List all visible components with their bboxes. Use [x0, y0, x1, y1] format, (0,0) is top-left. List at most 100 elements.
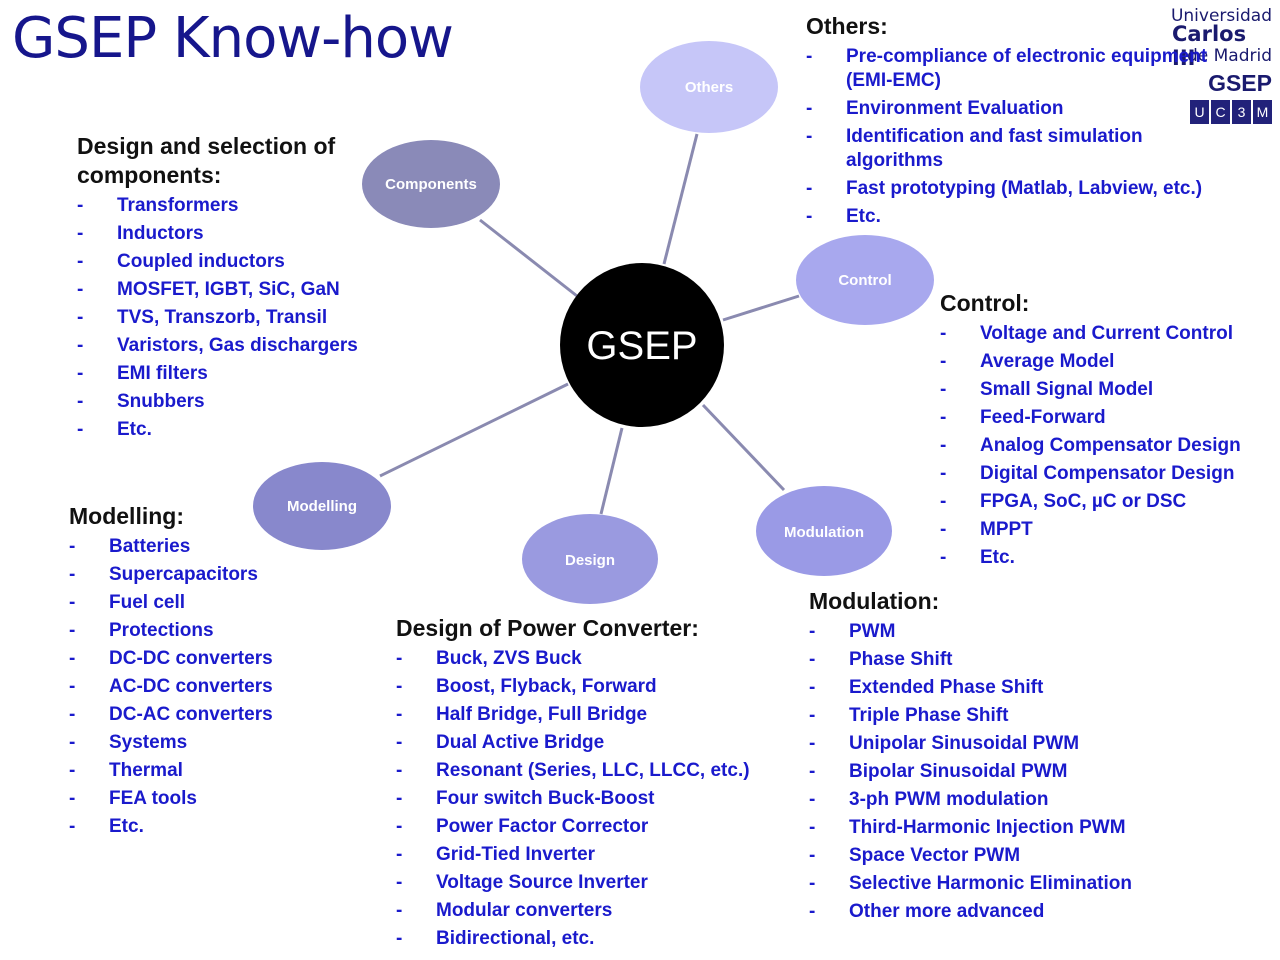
bullet-dash: -: [396, 732, 403, 753]
node-design-label: Design: [565, 552, 615, 569]
list-item-text: Buck, ZVS Buck: [436, 648, 582, 669]
list-item-text: AC-DC converters: [109, 676, 273, 697]
list-item: - Dual Active Bridge: [396, 731, 786, 755]
bullet-dash: -: [396, 760, 403, 781]
list-item-text: Small Signal Model: [980, 379, 1154, 400]
section-design-heading: Design of Power Converter:: [396, 615, 699, 641]
list-item-text: Pre-compliance of electronic equipment (…: [846, 46, 1208, 91]
list-item-text: EMI filters: [117, 363, 208, 384]
list-item: -Identification and fast simulation algo…: [806, 125, 1226, 173]
list-item: -PWM: [809, 620, 1169, 644]
list-item: -Systems: [69, 731, 329, 755]
list-item: -Phase Shift: [809, 648, 1169, 672]
logo-box-u: U: [1190, 100, 1209, 124]
list-item: -Transformers: [77, 194, 377, 218]
list-item-text: PWM: [849, 621, 896, 642]
bullet-dash: -: [69, 620, 76, 641]
bullet-dash: -: [809, 789, 816, 810]
node-control-label: Control: [838, 272, 891, 289]
bullet-dash: -: [396, 816, 403, 837]
list-item-text: MOSFET, IGBT, SiC, GaN: [117, 279, 340, 300]
bullet-dash: -: [69, 564, 76, 585]
list-item-text: 3-ph PWM modulation: [849, 789, 1049, 810]
bullet-dash: -: [69, 648, 76, 669]
list-item-text: Half Bridge, Full Bridge: [436, 704, 648, 725]
connector-design: [599, 427, 624, 515]
bullet-dash: -: [77, 363, 84, 384]
logo-box-m: M: [1253, 100, 1272, 124]
list-item: -Small Signal Model: [940, 378, 1270, 402]
bullet-dash: -: [77, 335, 84, 356]
bullet-dash: -: [77, 391, 84, 412]
bullet-dash: -: [809, 677, 816, 698]
node-design: Design: [522, 514, 658, 604]
list-item-text: DC-AC converters: [109, 704, 273, 725]
list-item-text: Analog Compensator Design: [980, 435, 1241, 456]
list-item: - EMI filters: [77, 362, 377, 386]
list-item-text: Thermal: [109, 760, 183, 781]
bullet-dash: -: [809, 817, 816, 838]
list-item: -Half Bridge, Full Bridge: [396, 703, 786, 727]
list-item-text: Batteries: [109, 536, 191, 557]
list-item-text: FPGA, SoC, µC or DSC: [980, 491, 1187, 512]
list-item: -DC-AC converters: [69, 703, 329, 727]
list-item: -Etc.: [69, 815, 329, 839]
hub: GSEP: [560, 263, 724, 427]
list-item: -Bipolar Sinusoidal PWM: [809, 760, 1169, 784]
list-item: -Inductors: [77, 222, 377, 246]
list-item: - Space Vector PWM: [809, 844, 1169, 868]
node-control: Control: [796, 235, 934, 325]
node-design-shape: [522, 514, 658, 604]
list-item: -Resonant (Series, LLC, LLCC, etc.): [396, 759, 786, 783]
list-item: - MOSFET, IGBT, SiC, GaN: [77, 278, 377, 302]
connector-control: [722, 294, 800, 322]
node-modelling-shape: [253, 462, 391, 550]
list-item: -Feed-Forward: [940, 406, 1270, 430]
bullet-dash: -: [396, 844, 403, 865]
list-item-text: Fuel cell: [109, 592, 186, 613]
node-modulation-shape: [756, 486, 892, 576]
bullet-dash: -: [77, 279, 84, 300]
node-modelling: Modelling: [253, 462, 391, 550]
list-item-text: Space Vector PWM: [849, 845, 1021, 866]
section-control: Control: -Voltage and Current Control-Av…: [940, 289, 1270, 574]
list-item: -FPGA, SoC, µC or DSC: [940, 490, 1270, 514]
bullet-dash: -: [940, 323, 947, 344]
list-item-text: FEA tools: [109, 788, 197, 809]
node-others-label: Others: [685, 79, 733, 96]
section-components-heading: Design and selection of components:: [77, 133, 336, 188]
bullet-dash: -: [809, 705, 816, 726]
list-item: -Voltage and Current Control: [940, 322, 1270, 346]
hub-label: GSEP: [586, 324, 697, 368]
list-item: -Batteries: [69, 535, 329, 559]
list-item: -Environment Evaluation: [806, 97, 1226, 121]
node-components-label: Components: [385, 176, 477, 193]
list-item: -Boost, Flyback, Forward: [396, 675, 786, 699]
bullet-dash: -: [806, 206, 813, 227]
list-item: -Bidirectional, etc.: [396, 927, 786, 951]
bullet-dash: -: [809, 733, 816, 754]
logo-line-2: Carlos III: [1172, 22, 1247, 70]
bullet-dash: -: [396, 676, 403, 697]
section-modelling: Modelling: -Batteries-Supercapacitors-Fu…: [69, 502, 329, 843]
bullet-dash: -: [77, 195, 84, 216]
list-item-text: DC-DC converters: [109, 648, 273, 669]
bullet-dash: -: [809, 845, 816, 866]
list-item-text: Selective Harmonic Elimination: [849, 873, 1132, 894]
bullet-dash: -: [806, 98, 813, 119]
list-item-text: Unipolar Sinusoidal PWM: [849, 733, 1080, 754]
bullet-dash: -: [69, 676, 76, 697]
bullet-dash: -: [809, 873, 816, 894]
bullet-dash: -: [69, 592, 76, 613]
bullet-dash: -: [806, 46, 813, 67]
list-item: -Four switch Buck-Boost: [396, 787, 786, 811]
bullet-dash: -: [809, 649, 816, 670]
list-item-text: MPPT: [980, 519, 1033, 540]
bullet-dash: -: [940, 407, 947, 428]
list-item-text: Snubbers: [117, 391, 205, 412]
list-item-text: Dual Active Bridge: [436, 732, 605, 753]
connector-lines: [379, 133, 800, 515]
list-item-text: Protections: [109, 620, 214, 641]
list-item: - Pre-compliance of electronic equipment …: [806, 45, 1226, 93]
